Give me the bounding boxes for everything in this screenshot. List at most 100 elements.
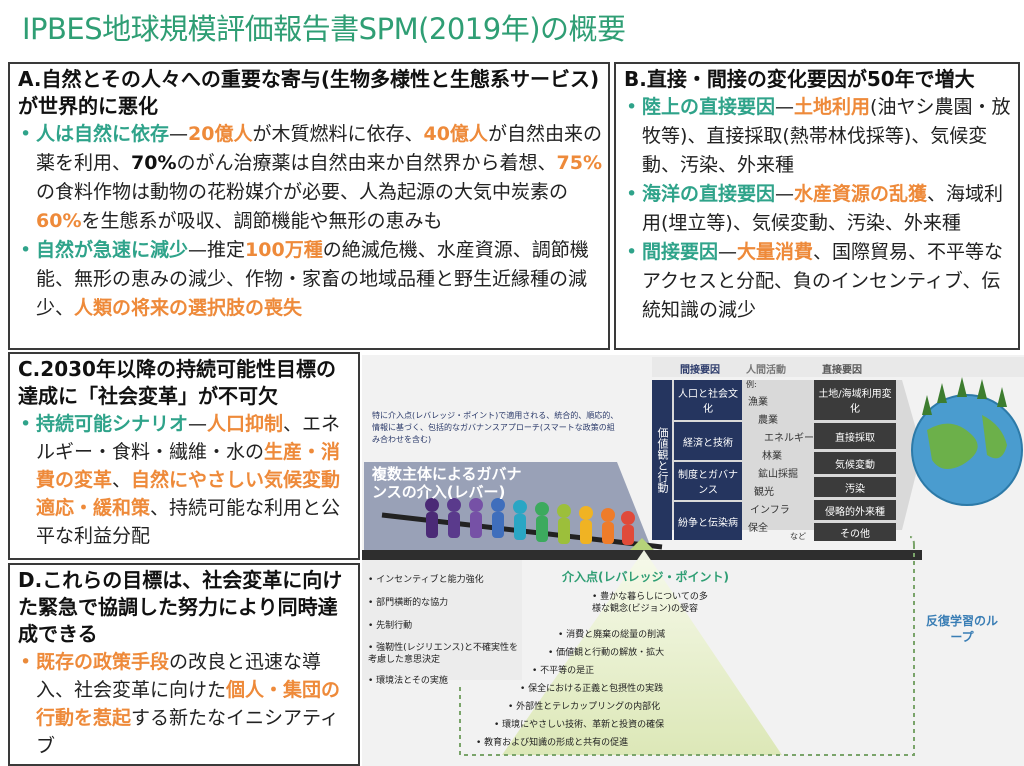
box-c-heading: C.2030年以降の持続可能性目標の達成に「社会変革」が不可欠	[18, 357, 336, 408]
cap-indirect: 間接要因	[680, 365, 720, 376]
text: —	[775, 96, 795, 118]
bullet-dot-icon: •	[626, 241, 638, 263]
highlight-text: 陸上の直接要因	[642, 96, 776, 118]
bullet-dot-icon: •	[20, 651, 32, 673]
bullet-dot-icon: •	[20, 123, 32, 145]
text: の絶滅危機、水産資源、調節機能、無形の恵みの減少、作物・家畜の地域品種と野生近縁…	[36, 239, 589, 319]
leverage-point-8: • 教育および知識の形成と共有の促進	[476, 738, 629, 748]
activity-7: インフラ	[750, 505, 790, 516]
activity-4: 林業	[762, 451, 782, 462]
highlight-text: 自然が急速に減少	[36, 239, 189, 261]
text: —推定	[188, 239, 246, 261]
highlight-number: 60%	[36, 210, 82, 232]
box-d-heading: D.これらの目標は、社会変革に向けた緊急で協調した努力により同時達成できる	[18, 568, 343, 646]
leverage-point-3: • 価値観と行動の解放・拡大	[548, 648, 665, 658]
bullet-dot-icon: •	[626, 183, 638, 205]
highlight-text: 持続可能シナリオ	[36, 413, 189, 435]
highlight-text: 人口抑制	[207, 413, 284, 435]
activity-5: 鉱山採掘	[758, 469, 798, 480]
text: を生態系が吸収、調節機能や無形の恵みも	[81, 210, 443, 232]
highlight-text: 生産・消費の変革	[36, 441, 341, 491]
leverage-point-4: • 不平等の是正	[532, 666, 595, 676]
box-a-heading: A.自然とその人々への重要な寄与(生物多様性と生態系サービス)が世界的に悪化	[18, 67, 600, 118]
activity-example-label: 例:	[746, 380, 757, 389]
lever-item: • 強靭性(レジリエンス)と不確実性を考慮した意思決定	[368, 643, 519, 665]
box-a-bullet-2: • 自然が急速に減少—推定100万種の絶滅危機、水産資源、調節機能、無形の恵みの…	[10, 236, 608, 323]
text: 、国際貿易、不平等なアクセスと分配、負のインセンティブ、伝統知識の減少	[642, 241, 1004, 321]
direct-driver-4: 汚染	[814, 477, 896, 497]
highlight-number: 40億人	[423, 123, 488, 145]
activity-8: 保全	[748, 523, 768, 534]
highlight-number: 20億人	[188, 123, 253, 145]
lever-item: • インセンティブと能力強化	[368, 575, 484, 585]
lever-note: 特に介入点(レバレッジ・ポイント)で適用される、統合的、順応的、情報に基づく、包…	[372, 411, 619, 444]
leverage-point-1: • 豊かな暮らしについての多様な観念(ビジョン)の受容	[592, 592, 708, 614]
loop-label: 反復学習のループ	[925, 614, 998, 644]
leverage-point-2: • 消費と廃棄の総量の削減	[558, 630, 666, 640]
page-title: IPBES地球規模評価報告書SPM(2019年)の概要	[22, 12, 626, 46]
direct-driver-1: 土地/海域利用変化	[814, 380, 896, 420]
leverage-point-7: • 環境にやさしい技術、革新と投資の確保	[494, 720, 665, 730]
ipbes-diagram: 間接要因 人間活動 直接要因 価値観と行動 人口と社会文化 経済と技術 制度とガ…	[362, 355, 1024, 766]
highlight-text: 人類の将来の選択肢の喪失	[74, 297, 303, 319]
cap-direct: 直接要因	[822, 365, 862, 376]
text: (油ヤシ農園・放牧等)、直接採取(熱帯林伐採等)、気候変動、汚染、外来種	[642, 96, 1011, 176]
indirect-driver-1: 人口と社会文化	[674, 380, 742, 420]
text: 、海域利用(埋立等)、気候変動、汚染、外来種	[642, 183, 1004, 234]
bullet-dot-icon: •	[20, 239, 32, 261]
direct-driver-6: その他	[814, 523, 896, 541]
activity-1: 漁業	[748, 397, 768, 408]
indirect-driver-2: 経済と技術	[674, 422, 742, 460]
highlight-text: 大量消費	[737, 241, 814, 263]
activity-2: 農業	[758, 415, 778, 426]
bullet-dot-icon: •	[626, 96, 638, 118]
text: のがん治療薬は自然由来か自然界から着想、	[176, 152, 557, 174]
direct-driver-5: 侵略的外来種	[814, 500, 896, 520]
text: —	[718, 241, 738, 263]
box-a: A.自然とその人々への重要な寄与(生物多様性と生態系サービス)が世界的に悪化 •…	[8, 62, 610, 350]
box-c: C.2030年以降の持続可能性目標の達成に「社会変革」が不可欠 • 持続可能シナ…	[8, 352, 360, 560]
highlight-text: 土地利用	[794, 96, 871, 118]
lever-item: • 部門横断的な協力	[368, 598, 449, 608]
lever-list: • インセンティブと能力強化 • 部門横断的な協力 • 先制行動 • 強靭性(レ…	[368, 569, 518, 693]
box-a-bullet-1: • 人は自然に依存—20億人が木質燃料に依存、40億人が自然由来の薬を利用、70…	[10, 120, 608, 236]
highlight-text: 自然にやさしい気候変動適応・緩和策	[36, 469, 341, 519]
text: が木質燃料に依存、	[252, 123, 424, 145]
indirect-driver-4: 紛争と伝染病	[674, 502, 742, 540]
text: が自然由来の薬を利用、	[36, 123, 602, 174]
highlight-text: 既存の政策手段	[36, 651, 170, 673]
box-b-bullet-1: • 陸上の直接要因—土地利用(油ヤシ農園・放牧等)、直接採取(熱帯林伐採等)、気…	[616, 93, 1018, 180]
box-b-bullet-2: • 海洋の直接要因—水産資源の乱獲、海域利用(埋立等)、気候変動、汚染、外来種	[616, 180, 1018, 238]
cap-human-activity: 人間活動	[746, 365, 786, 376]
lever-item: • 先制行動	[368, 621, 413, 631]
bold-number: 70%	[131, 152, 177, 174]
direct-driver-2: 直接採取	[814, 423, 896, 449]
text: 、エネルギー・食料・繊維・水の	[36, 413, 341, 463]
highlight-text: 間接要因	[642, 241, 719, 263]
activity-6: 観光	[754, 487, 774, 498]
values-behavior-label: 価値観と行動	[652, 380, 672, 540]
leverage-point-5: • 保全における正義と包摂性の実践	[520, 684, 664, 694]
text: する新たなイニシアティブ	[36, 707, 339, 757]
bullet-dot-icon: •	[20, 413, 32, 435]
leverage-point-6: • 外部性とテレカップリングの内部化	[508, 702, 661, 712]
box-c-bullet-1: • 持続可能シナリオ—人口抑制、エネルギー・食料・繊維・水の生産・消費の変革、自…	[10, 410, 358, 550]
text: —	[188, 413, 208, 435]
box-b-bullet-3: • 間接要因—大量消費、国際貿易、不平等なアクセスと分配、負のインセンティブ、伝…	[616, 238, 1018, 325]
direct-driver-3: 気候変動	[814, 452, 896, 474]
text: —	[169, 123, 189, 145]
highlight-text: 海洋の直接要因	[642, 183, 776, 205]
text: 、	[112, 469, 132, 491]
text: —	[775, 183, 795, 205]
activity-3: エネルギー	[764, 433, 814, 444]
text: の改良と迅速な導入、社会変革に向けた	[36, 651, 322, 701]
highlight-number: 75%	[556, 152, 602, 174]
box-b-heading: B.直接・間接の変化要因が50年で増大	[624, 67, 975, 91]
highlight-text: 個人・集団の行動を惹起	[36, 679, 341, 729]
text: の食料作物は動物の花粉媒介が必要、人為起源の大気中炭素の	[36, 181, 569, 203]
lever-title: 複数主体によるガバナンスの介入(レバー)	[372, 465, 522, 501]
activity-etc: など	[790, 532, 806, 541]
leverage-title: 介入点(レバレッジ・ポイント)	[562, 570, 729, 584]
box-b: B.直接・間接の変化要因が50年で増大 • 陸上の直接要因—土地利用(油ヤシ農園…	[614, 62, 1020, 350]
highlight-number: 100万種	[245, 239, 323, 261]
